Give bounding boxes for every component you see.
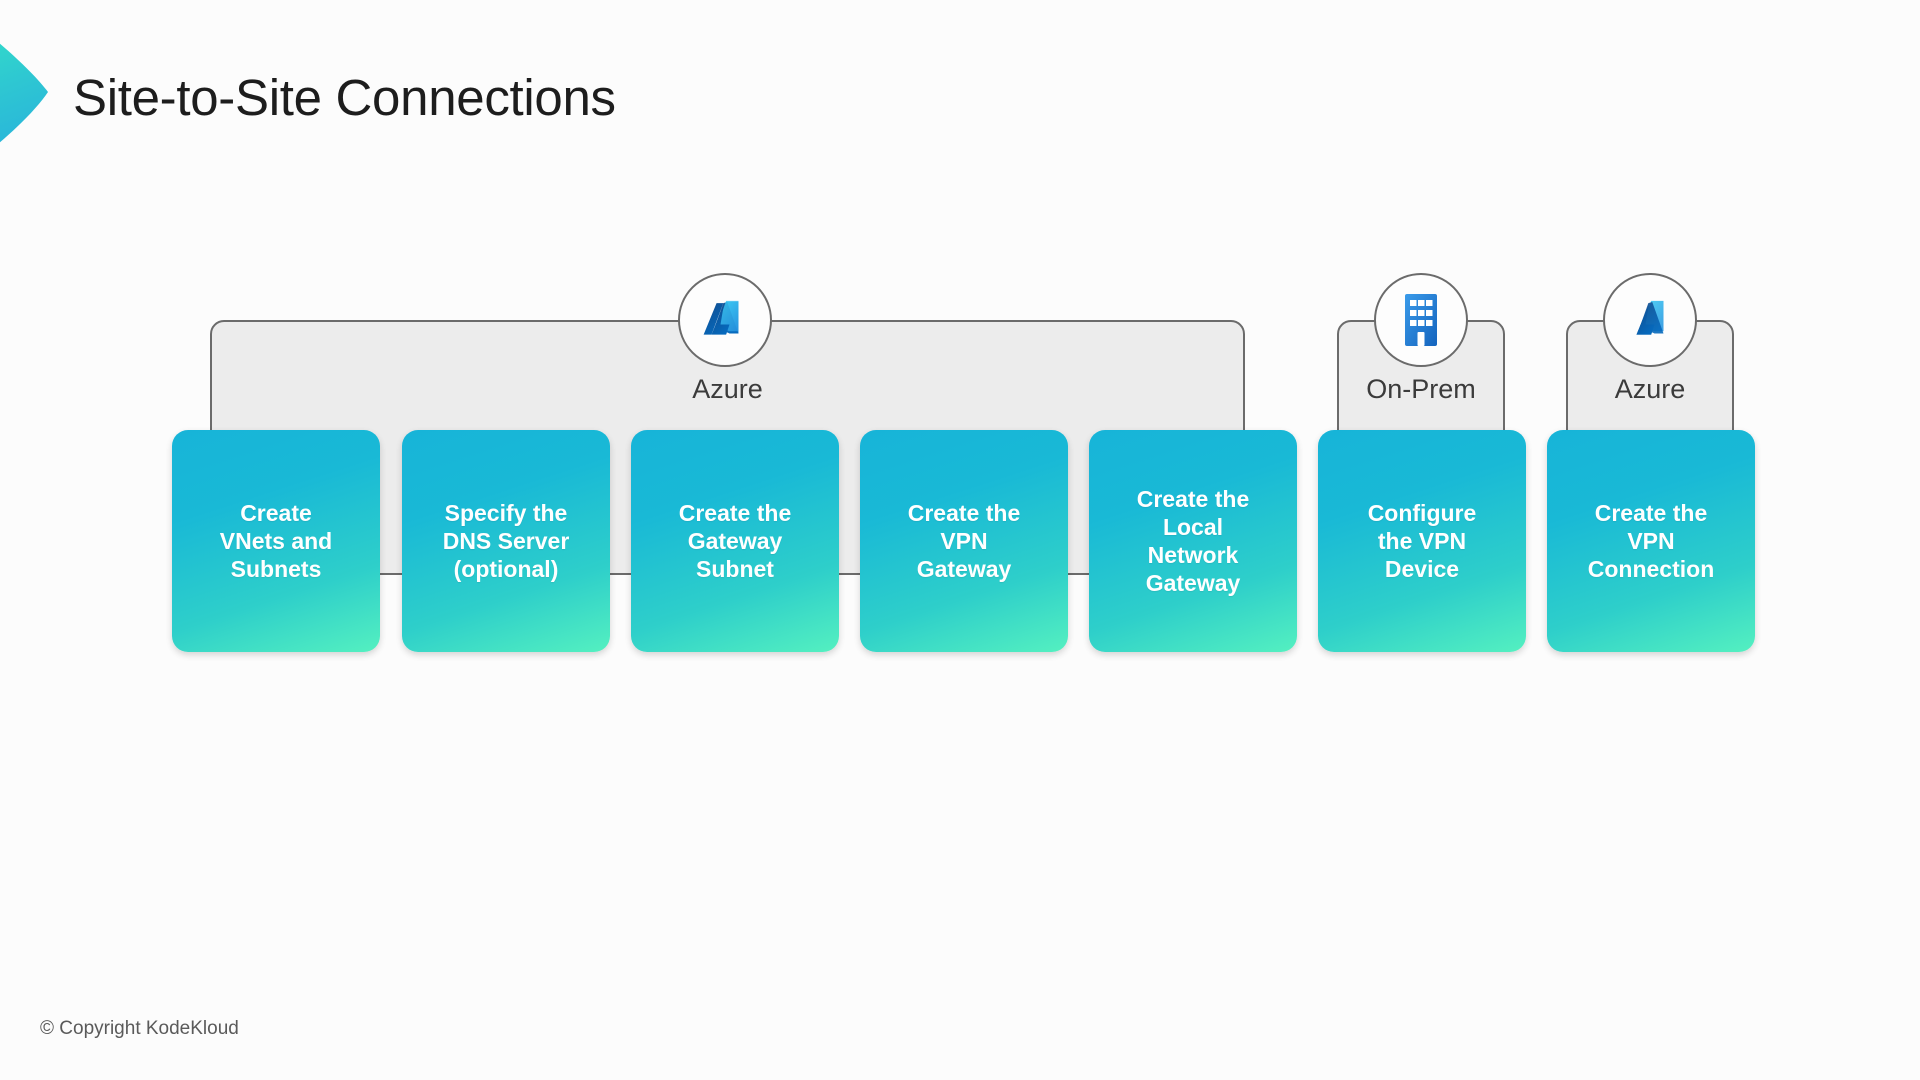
azure-icon — [1623, 293, 1677, 347]
building-icon — [1401, 293, 1441, 347]
card-create-gateway-subnet[interactable]: Create the Gateway Subnet — [631, 430, 839, 652]
card-create-vpn-connection[interactable]: Create the VPN Connection — [1547, 430, 1755, 652]
page-title: Site-to-Site Connections — [73, 69, 616, 126]
card-configure-vpn-device[interactable]: Configure the VPN Device — [1318, 430, 1526, 652]
card-label: Create the Gateway Subnet — [678, 499, 792, 583]
zone-azure-right-label: Azure — [1614, 374, 1686, 404]
copyright-text: © Copyright KodeKloud — [40, 1018, 239, 1039]
card-label: Specify the DNS Server (optional) — [442, 499, 570, 583]
card-label: Create the VPN Connection — [1587, 499, 1715, 583]
card-specify-dns-server[interactable]: Specify the DNS Server (optional) — [402, 430, 610, 652]
card-label: Create the VPN Gateway — [907, 499, 1021, 583]
card-label: Configure the VPN Device — [1367, 499, 1477, 583]
card-create-vnets-and-subnets[interactable]: Create VNets and Subnets — [172, 430, 380, 652]
badge-azure-left — [678, 273, 772, 367]
card-create-vpn-gateway[interactable]: Create the VPN Gateway — [860, 430, 1068, 652]
badge-on-prem — [1374, 273, 1468, 367]
card-create-local-network-gateway[interactable]: Create the Local Network Gateway — [1089, 430, 1297, 652]
azure-icon — [698, 293, 752, 347]
card-label: Create VNets and Subnets — [219, 499, 333, 583]
badge-azure-right — [1603, 273, 1697, 367]
zone-azure-left-label: Azure — [692, 374, 763, 404]
zone-on-prem-label: On-Prem — [1366, 374, 1476, 404]
card-label: Create the Local Network Gateway — [1136, 485, 1250, 597]
